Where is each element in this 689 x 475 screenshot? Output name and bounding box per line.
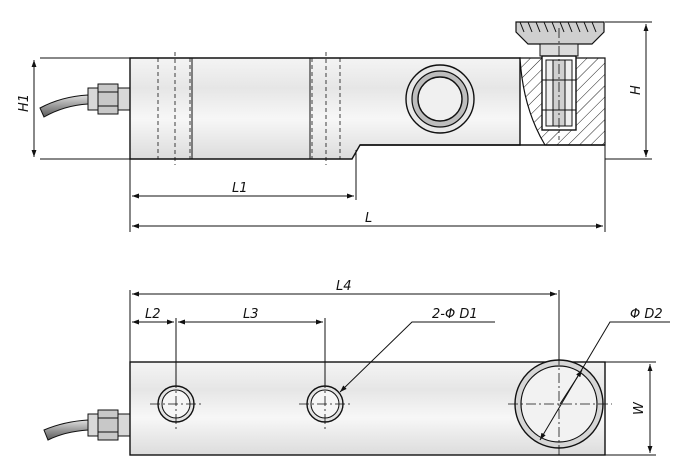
l-label: L <box>365 211 372 226</box>
h-label: H <box>629 85 644 95</box>
gauge-pockets <box>157 52 341 165</box>
l3-label: L3 <box>243 307 259 322</box>
l1-label: L1 <box>232 181 248 196</box>
cable-gland-top <box>87 83 131 115</box>
plan-view <box>43 290 670 456</box>
load-button <box>515 21 605 140</box>
d1-label: 2-Φ D1 <box>432 307 478 322</box>
load-hole <box>508 355 612 455</box>
l2-label: L2 <box>145 307 161 322</box>
side-hole <box>405 64 475 134</box>
cable-bottom <box>43 419 89 441</box>
l4-label: L4 <box>336 279 352 294</box>
d2-label: Φ D2 <box>630 307 663 322</box>
w-label: W <box>632 401 647 415</box>
side-view <box>31 21 652 232</box>
mounting-hole-2 <box>299 378 351 430</box>
cable-top <box>39 94 89 118</box>
h1-label: H1 <box>17 94 32 112</box>
cable-gland-bottom <box>87 409 131 441</box>
mounting-hole-1 <box>150 378 202 430</box>
